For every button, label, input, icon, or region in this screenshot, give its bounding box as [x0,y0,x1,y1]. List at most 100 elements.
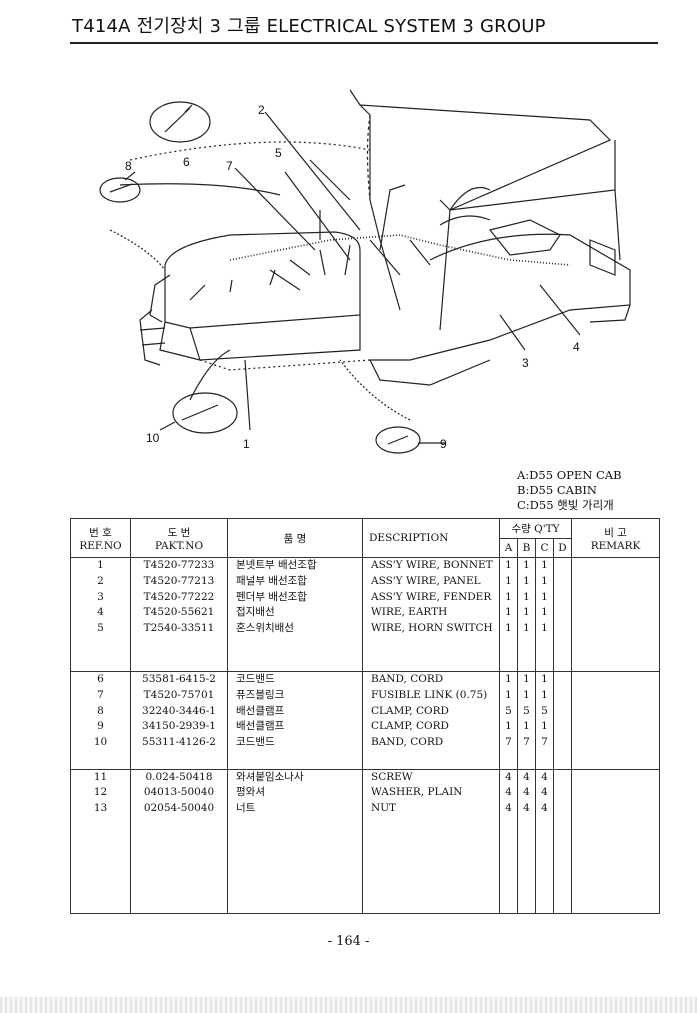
cell-b: 1 [523,673,530,686]
cell-b: 5 [523,704,530,717]
cell-d [554,785,571,801]
detail-balloon-bottom [172,392,238,434]
legend-c: C:D55 햇빛 가리개 [517,498,614,512]
cell-part: T2540-33511 [143,621,215,634]
cell-ref: 3 [97,590,104,603]
cell-c: 1 [541,673,548,686]
cell-ref: 5 [97,621,104,634]
cell-c: 1 [541,606,548,619]
cell-ref: 2 [97,574,104,587]
cell-part: 04013-50040 [143,786,215,799]
cell-d [554,672,571,688]
cell-a: 5 [505,704,512,717]
cell-name: 혼스위치배선 [236,621,294,634]
cell-desc: WASHER, PLAIN [371,786,463,799]
cell-c: 1 [541,621,548,634]
cell-desc: NUT [371,802,397,815]
cell-name: 배선클램프 [236,720,285,733]
cell-name: 코드밴드 [236,735,275,748]
cell-a: 1 [505,720,512,733]
cell-a: 4 [505,786,512,799]
cell-ref: 12 [93,786,108,799]
cell-b: 1 [523,559,530,572]
detail-balloon-top [149,101,211,143]
cell-c: 1 [541,590,548,603]
detail-balloon-right [375,426,421,454]
callout-10: 10 [146,431,160,445]
cell-part: T4520-75701 [143,689,215,702]
col-b: 1 1 5 1 7 [517,671,536,770]
callout-4: 4 [573,340,580,354]
cell-part: T4520-77222 [143,590,215,603]
cell-name: 본넷트부 배선조합 [236,559,317,572]
cell-a: 1 [505,621,512,634]
col-remark [571,671,661,770]
cell-name: 패널부 배선조합 [236,574,307,587]
callout-1: 1 [243,437,250,451]
cell-desc: BAND, CORD [371,673,444,686]
cell-desc: SCREW [371,770,413,783]
callout-3: 3 [522,356,529,370]
cell-b: 1 [523,689,530,702]
scan-edge [0,997,697,1013]
title-underline [70,42,658,44]
cell-part: 34150-2939-1 [142,720,216,733]
header-qty-d: D [552,537,573,559]
page-title: T414A 전기장치 3 그룹 ELECTRICAL SYSTEM 3 GROU… [72,16,546,37]
cell-name: 평와셔 [236,786,265,799]
cell-c: 4 [541,770,548,783]
bonnet-outline [164,231,361,329]
cell-b: 1 [523,606,530,619]
callout-9: 9 [440,437,447,451]
cell-ref: 8 [97,704,104,717]
cell-desc: WIRE, EARTH [371,606,448,619]
cell-d [554,801,571,817]
cell-d [554,605,571,621]
cell-name: 퓨즈블링크 [236,689,285,702]
cell-desc: WIRE, HORN SWITCH [371,621,493,634]
cell-d [554,704,571,720]
cell-d [554,574,571,590]
cell-part: 02054-50040 [143,802,215,815]
cell-name: 접지배선 [236,606,275,619]
cell-b: 4 [523,786,530,799]
cell-b: 7 [523,735,530,748]
header-description: DESCRIPTION [362,517,500,559]
cell-d [554,621,571,637]
cell-name: 코드밴드 [236,673,275,686]
cell-ref: 9 [97,720,104,733]
cell-b: 1 [523,720,530,733]
cell-part: 0.024-50418 [145,770,213,783]
cell-ref: 7 [97,689,104,702]
header-qty-b: B [517,537,536,559]
callout-8: 8 [125,159,132,173]
cell-b: 1 [523,590,530,603]
cell-part: T4520-77233 [143,559,215,572]
col-remark [571,557,661,672]
cell-ref: 13 [93,802,108,815]
cell-a: 1 [505,590,512,603]
cell-b: 1 [523,621,530,634]
cell-desc: CLAMP, CORD [371,720,449,733]
cell-d [554,688,571,704]
wiring-diagram: 2 5 6 7 8 1 10 3 4 9 [99,89,631,454]
cell-part: T4520-77213 [143,574,215,587]
cell-c: 1 [541,689,548,702]
col-desc: SCREW WASHER, PLAIN NUT [362,768,500,914]
cell-part: 32240-3446-1 [142,704,216,717]
